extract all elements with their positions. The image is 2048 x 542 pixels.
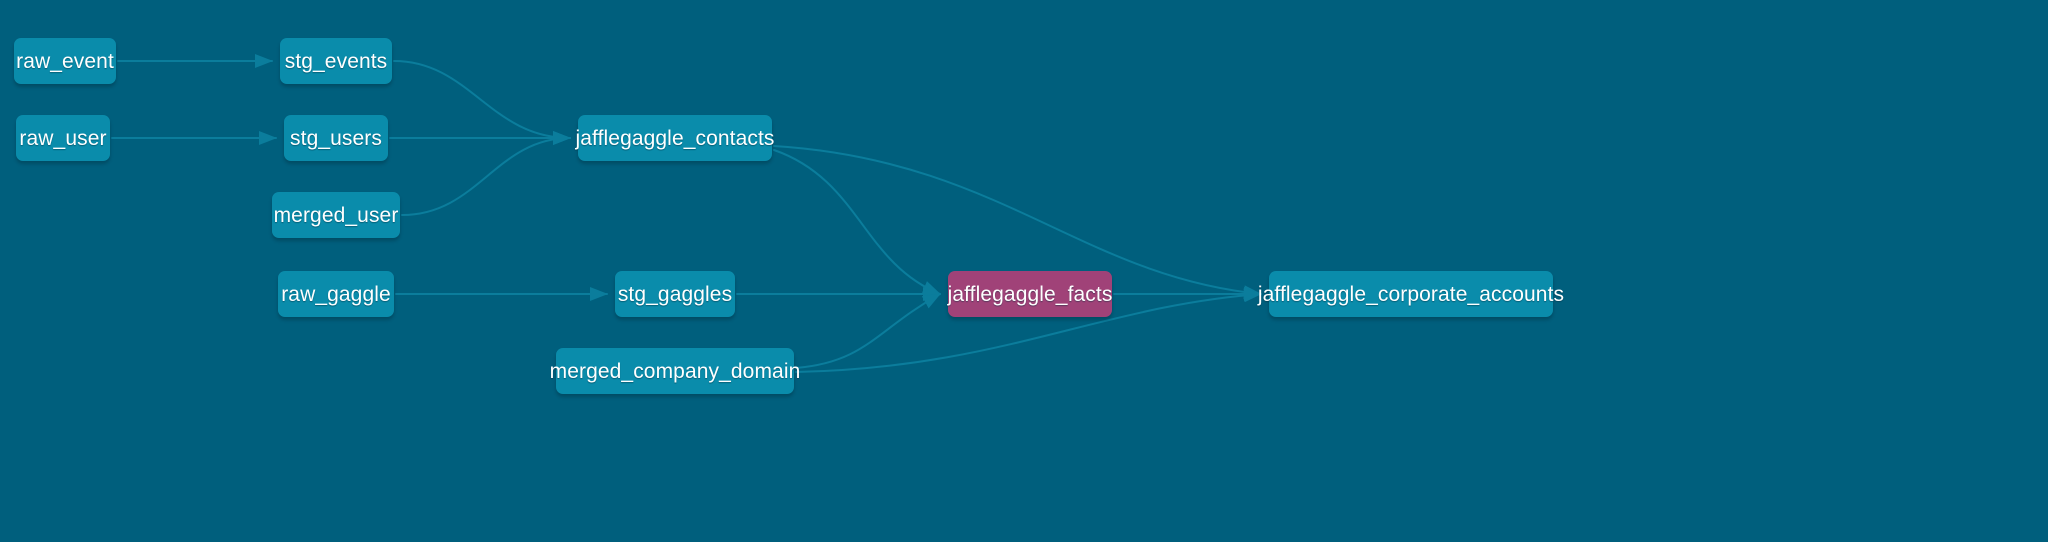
dag-node-label: jafflegaggle_contacts [575,126,775,150]
dag-node-label: raw_gaggle [281,282,391,306]
dag-node-label: raw_user [19,126,107,150]
dag-node-label: jafflegaggle_facts [947,282,1113,306]
dag-node-raw_gaggle[interactable]: raw_gaggle [278,271,394,317]
dag-node-raw_event[interactable]: raw_event [14,38,116,84]
dag-node-stg_users[interactable]: stg_users [284,115,388,161]
dag-node-label: merged_company_domain [549,359,801,383]
dag-node-raw_user[interactable]: raw_user [16,115,110,161]
dag-node-jafflegaggle_corporate_accounts[interactable]: jafflegaggle_corporate_accounts [1258,271,1564,317]
dag-node-label: stg_gaggles [617,282,733,306]
dag-node-label: stg_users [290,126,382,150]
dag-node-jafflegaggle_contacts[interactable]: jafflegaggle_contacts [575,115,775,161]
dag-node-label: jafflegaggle_corporate_accounts [1257,282,1565,306]
dag-node-label: stg_events [284,49,388,73]
dag-node-stg_events[interactable]: stg_events [280,38,392,84]
dag-node-merged_user[interactable]: merged_user [272,192,400,238]
dag-node-jafflegaggle_facts[interactable]: jafflegaggle_facts [948,271,1112,317]
dag-node-merged_company_domain[interactable]: merged_company_domain [550,348,800,394]
dag-node-label: raw_event [16,49,114,73]
dag-node-stg_gaggles[interactable]: stg_gaggles [615,271,735,317]
dag-node-label: merged_user [273,203,399,227]
